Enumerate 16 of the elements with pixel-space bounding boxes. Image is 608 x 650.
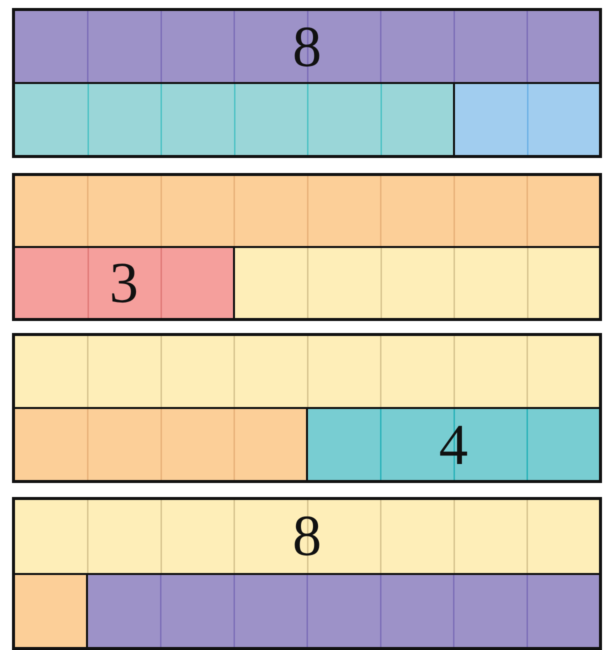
bar-segment xyxy=(14,10,600,83)
bar-segment xyxy=(14,574,88,648)
bar-segment xyxy=(14,335,600,408)
bar-segment xyxy=(14,247,234,319)
bar-segment xyxy=(87,574,600,648)
bar-segment xyxy=(454,83,600,156)
number-label: 8 xyxy=(292,16,322,76)
number-label: 4 xyxy=(439,414,468,474)
bar-segment xyxy=(307,408,600,481)
bar-segment xyxy=(234,247,600,319)
number-label: 3 xyxy=(109,253,138,313)
bar-segment xyxy=(14,83,454,156)
bar-segment xyxy=(14,408,307,481)
bar-segment xyxy=(14,175,600,247)
number-label: 8 xyxy=(292,506,322,566)
bar-segment xyxy=(14,499,600,574)
